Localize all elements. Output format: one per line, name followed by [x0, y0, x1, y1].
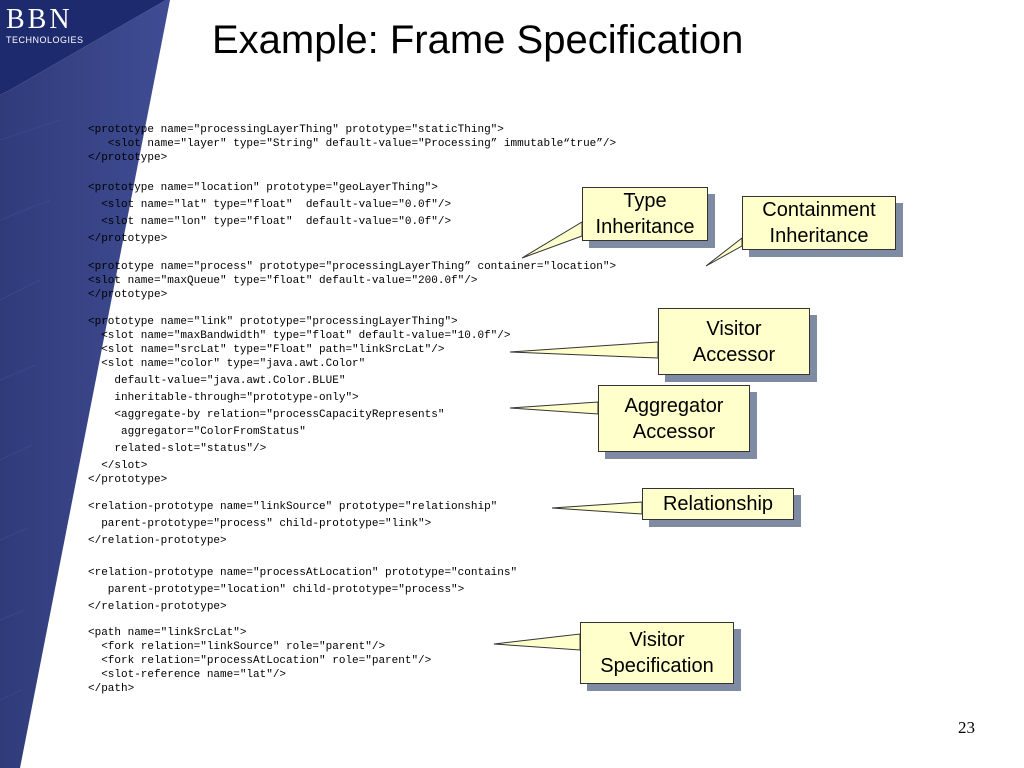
code-line: <slot name="layer" type="String" default…: [88, 138, 617, 150]
callout-line: Aggregator: [624, 394, 724, 417]
visitor-specification-callout: Visitor Specification: [580, 622, 734, 684]
code-line: <slot name="srcLat" type="Float" path="l…: [88, 344, 445, 356]
left-decorative-band: [0, 0, 170, 768]
visitor-accessor-callout: Visitor Accessor: [658, 308, 810, 375]
aggregator-accessor-pointer: [509, 401, 599, 415]
code-line: </relation-prototype>: [88, 601, 227, 613]
code-line: parent-prototype="process" child-prototy…: [88, 518, 432, 530]
code-line: <prototype name="link" prototype="proces…: [88, 316, 458, 328]
callout-line: Inheritance: [595, 216, 695, 238]
callout-line: Accessor: [692, 343, 776, 366]
callout-line: Accessor: [632, 420, 716, 443]
callout-line: Inheritance: [769, 225, 869, 247]
code-line: <slot name="lat" type="float" default-va…: [88, 199, 452, 211]
code-line: </prototype>: [88, 474, 168, 486]
code-line: </slot>: [88, 460, 148, 472]
callout-line: Containment: [762, 199, 876, 221]
code-line: </path>: [88, 683, 135, 695]
code-line: <prototype name="process" prototype="pro…: [88, 261, 617, 273]
type-inheritance-callout: Type Inheritance: [582, 187, 708, 241]
visitor-accessor-pointer: [509, 341, 659, 359]
code-line: <fork relation="linkSource" role="parent…: [88, 641, 386, 653]
callout-line: Specification: [600, 655, 714, 677]
code-line: <prototype name="location" prototype="ge…: [88, 182, 438, 194]
code-line: aggregator="ColorFromStatus": [88, 426, 306, 438]
relationship-callout: Relationship: [642, 488, 794, 520]
code-line: related-slot="status"/>: [88, 443, 267, 455]
code-line: </relation-prototype>: [88, 535, 227, 547]
code-line: <relation-prototype name="linkSource" pr…: [88, 501, 498, 513]
code-line: <slot name="lon" type="float" default-va…: [88, 216, 452, 228]
code-line: inheritable-through="prototype-only">: [88, 392, 359, 404]
containment-inheritance-pointer: [705, 236, 743, 267]
code-line: <slot name="color" type="java.awt.Color": [88, 358, 366, 370]
callout-line: Visitor: [629, 629, 685, 651]
code-line: </prototype>: [88, 289, 168, 301]
code-line: parent-prototype="location" child-protot…: [88, 584, 465, 596]
code-line: <aggregate-by relation="processCapacityR…: [88, 409, 445, 421]
code-line: <slot-reference name="lat"/>: [88, 669, 287, 681]
code-line: <fork relation="processAtLocation" role=…: [88, 655, 432, 667]
slide-title: Example: Frame Specification: [212, 18, 744, 62]
logo-subtitle: TECHNOLOGIES: [6, 35, 84, 45]
code-line: <slot name="maxBandwidth" type="float" d…: [88, 330, 511, 342]
type-inheritance-pointer: [521, 221, 583, 259]
aggregator-accessor-callout: Aggregator Accessor: [598, 385, 750, 452]
page-number: 23: [958, 718, 975, 737]
containment-inheritance-callout: Containment Inheritance: [742, 196, 896, 250]
callout-line: Relationship: [662, 493, 774, 515]
code-line: <prototype name="processingLayerThing" p…: [88, 124, 504, 136]
relationship-pointer: [551, 501, 643, 515]
code-line: default-value="java.awt.Color.BLUE": [88, 375, 346, 387]
code-line: <path name="linkSrcLat">: [88, 627, 247, 639]
bbn-logo: BBN TECHNOLOGIES: [6, 6, 98, 50]
callout-line: Visitor: [706, 317, 762, 340]
code-line: </prototype>: [88, 233, 168, 245]
visitor-specification-pointer: [493, 633, 581, 651]
code-line: <relation-prototype name="processAtLocat…: [88, 567, 518, 579]
logo-brand: BBN: [6, 4, 73, 35]
code-line: </prototype>: [88, 152, 168, 164]
callout-line: Type: [623, 190, 667, 212]
code-line: <slot name="maxQueue" type="float" defau…: [88, 275, 478, 287]
